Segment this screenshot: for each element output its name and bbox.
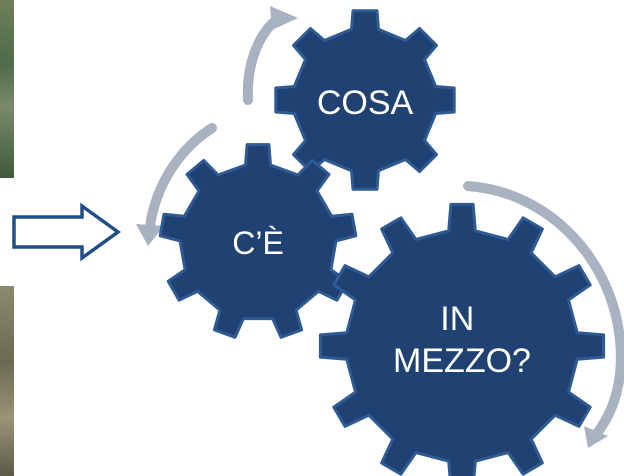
cycle-arrow-top	[242, 6, 298, 105]
gear-cosa: COSA	[274, 9, 456, 191]
cogwheel-icon	[158, 143, 358, 339]
gear-ce: C’È	[158, 143, 358, 339]
photo-fragment-bottom	[0, 286, 14, 476]
gear-label-in-mezzo: IN MEZZO?	[393, 300, 531, 380]
gear-in-mezzo: IN MEZZO?	[318, 202, 606, 476]
right-arrow-outline-icon	[12, 202, 121, 262]
photo-fragment-top	[0, 0, 14, 178]
cogwheel-icon	[274, 9, 456, 191]
cycle-arrow-left	[136, 123, 217, 246]
cogwheel-icon	[318, 202, 606, 476]
gear-label-ce: C’È	[232, 225, 284, 261]
cycle-arrow-right	[463, 181, 624, 448]
gear-label-cosa: COSA	[317, 84, 414, 122]
